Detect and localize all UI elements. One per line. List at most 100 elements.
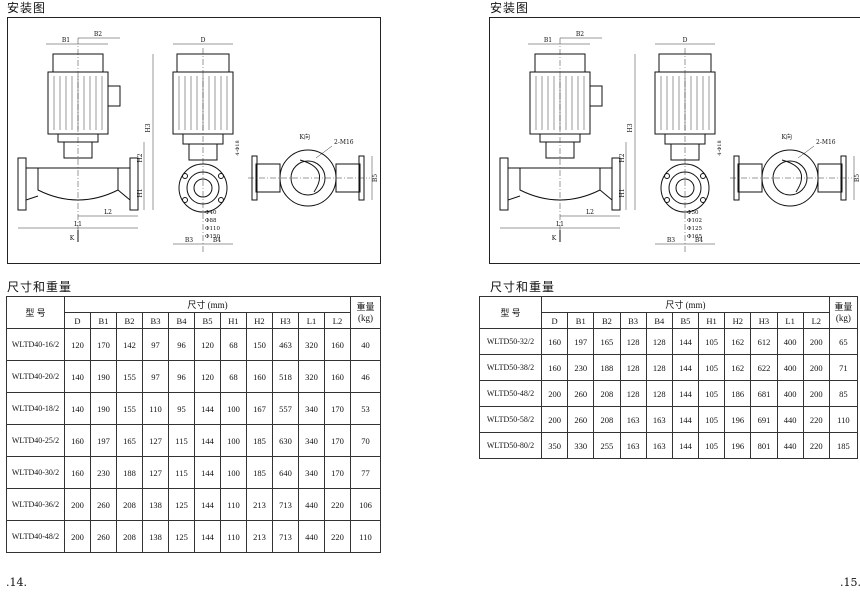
dimension-cell: 162 xyxy=(724,328,752,355)
dimension-cell: 713 xyxy=(272,488,299,521)
dimension-cell: 260 xyxy=(90,488,117,521)
dimension-cell: 330 xyxy=(567,432,595,459)
bolt-hole xyxy=(182,197,188,203)
dimension-cell: 128 xyxy=(619,380,647,407)
dimension-label: D xyxy=(201,37,206,44)
bolt-hole xyxy=(218,197,224,203)
dimension-cell: 163 xyxy=(645,406,673,433)
dimension-cell: 213 xyxy=(246,520,273,553)
dimension-cell: 160 xyxy=(64,424,91,457)
dimension-cell: 197 xyxy=(90,424,117,457)
weight-cell: 85 xyxy=(828,380,858,407)
dimension-cell: 128 xyxy=(645,380,673,407)
page-number: .15. xyxy=(840,576,860,589)
dimension-cell: 557 xyxy=(272,392,299,425)
dimension-cell: 260 xyxy=(567,380,595,407)
dimension-cell: 110 xyxy=(220,520,247,553)
pipe-line xyxy=(599,189,613,201)
column-header: L2 xyxy=(324,312,351,329)
dimension-cell: 440 xyxy=(776,432,804,459)
dimension-label: L2 xyxy=(586,209,594,216)
dimension-cell: 105 xyxy=(698,406,726,433)
dimension-label: H3 xyxy=(145,123,152,132)
dimension-label: L1 xyxy=(74,221,82,228)
dimension-cell: 340 xyxy=(298,424,325,457)
dimension-label: Φ88 xyxy=(205,218,217,224)
dimension-cell: 208 xyxy=(593,406,621,433)
dimension-label: B5 xyxy=(372,174,379,182)
dimension-cell: 155 xyxy=(116,360,143,393)
dimension-label: B4 xyxy=(213,237,221,244)
dimension-cell: 138 xyxy=(142,488,169,521)
dimension-cell: 208 xyxy=(116,488,143,521)
dimension-cell: 138 xyxy=(142,520,169,553)
outlet-flange xyxy=(129,157,139,211)
weight-cell: 71 xyxy=(828,354,858,381)
dimension-cell: 128 xyxy=(619,354,647,381)
dimension-label: 4-Φ18 xyxy=(235,140,241,155)
dimension-cell: 518 xyxy=(272,360,299,393)
dimension-cell: 681 xyxy=(750,380,778,407)
volute-curve xyxy=(299,159,321,193)
dimension-label: L2 xyxy=(104,209,112,216)
dimension-cell: 95 xyxy=(168,392,195,425)
weight-cell: 110 xyxy=(828,406,858,433)
model-cell: WLTD40-18/2 xyxy=(6,392,65,425)
dimension-cell: 144 xyxy=(671,432,700,459)
dimension-label: Φ102 xyxy=(687,218,702,224)
dimension-cell: 120 xyxy=(64,328,91,361)
column-header: B4 xyxy=(645,312,673,329)
dimension-label: Φ50 xyxy=(687,210,699,216)
dimension-cell: 140 xyxy=(64,360,91,393)
terminal-box xyxy=(589,85,603,107)
dimension-cell: 340 xyxy=(298,392,325,425)
dimension-cell: 196 xyxy=(724,432,752,459)
weight-cell: 40 xyxy=(350,328,381,361)
dimension-cell: 320 xyxy=(298,328,325,361)
dimension-cell: 144 xyxy=(671,380,700,407)
header-weight: 重量 (kg) xyxy=(828,296,858,329)
dimension-cell: 115 xyxy=(168,424,195,457)
dimension-cell: 97 xyxy=(142,328,169,361)
dimension-cell: 155 xyxy=(116,392,143,425)
dimension-cell: 165 xyxy=(593,328,621,355)
pipe-line xyxy=(25,195,39,201)
dimension-cell: 120 xyxy=(194,360,221,393)
dimension-cell: 200 xyxy=(64,488,91,521)
header-model: 型 号 xyxy=(6,296,65,329)
column-header: L2 xyxy=(802,312,830,329)
dimension-label: L1 xyxy=(556,221,564,228)
dimension-label: B2 xyxy=(576,31,584,38)
bolt-hole xyxy=(664,197,670,203)
dimension-cell: 160 xyxy=(540,354,569,381)
dimension-cell: 120 xyxy=(194,328,221,361)
dimension-cell: 196 xyxy=(724,406,752,433)
dimension-cell: 144 xyxy=(194,520,221,553)
column-header: B2 xyxy=(593,312,621,329)
install-drawing-title: 安装图 xyxy=(7,1,47,15)
dimension-cell: 220 xyxy=(802,406,830,433)
model-cell: WLTD50-58/2 xyxy=(479,406,542,433)
dimension-cell: 105 xyxy=(698,380,726,407)
dimension-cell: 144 xyxy=(194,456,221,489)
model-cell: WLTD40-36/2 xyxy=(6,488,65,521)
install-drawing-title: 安装图 xyxy=(490,1,530,15)
dimension-cell: 190 xyxy=(90,392,117,425)
dimension-cell: 400 xyxy=(776,328,804,355)
dimension-cell: 100 xyxy=(220,456,247,489)
dimension-cell: 640 xyxy=(272,456,299,489)
dimension-cell: 208 xyxy=(593,380,621,407)
pipe-line xyxy=(117,189,131,201)
weight-cell: 46 xyxy=(350,360,381,393)
